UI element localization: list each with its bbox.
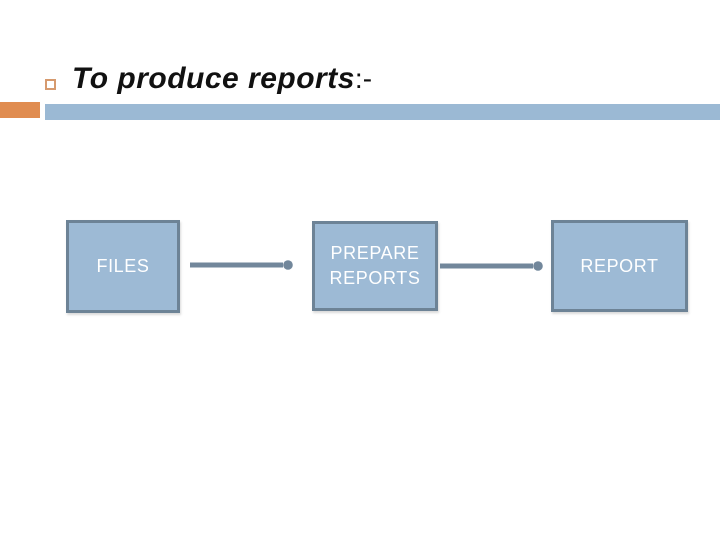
- flow-box-files: FILES: [66, 220, 180, 313]
- arrow-right-icon: [437, 256, 547, 276]
- arrow-right-icon: [187, 255, 297, 275]
- flow-box-prepare-reports: PREPARE REPORTS: [312, 221, 438, 311]
- flow-box-report-label: REPORT: [580, 255, 659, 276]
- left-accent-bar: [0, 102, 40, 118]
- square-bullet-icon: [45, 79, 56, 90]
- flow-box-files-label: FILES: [96, 256, 150, 276]
- title-underline-bar: [45, 104, 720, 120]
- page-title: To produce reports:-: [72, 62, 372, 96]
- page-title-main: To produce reports: [72, 62, 355, 95]
- flow-box-report: REPORT: [551, 220, 688, 312]
- page-title-suffix: :-: [354, 63, 373, 94]
- flow-box-prepare-reports-label: PREPARE REPORTS: [329, 243, 421, 288]
